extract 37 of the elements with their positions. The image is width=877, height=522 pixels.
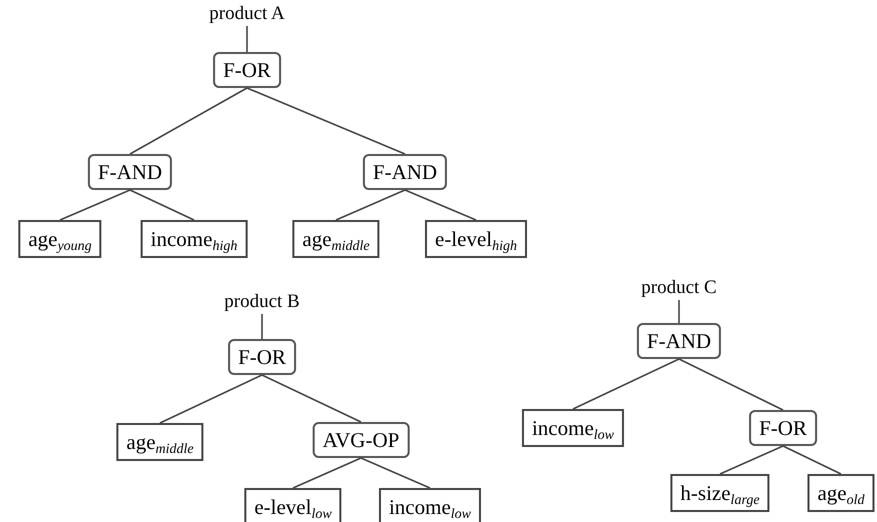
- attribute-box: h-size$_{large}$: [670, 474, 770, 512]
- product-label: product B: [220, 290, 304, 314]
- attribute-box: e-level$_{high}$: [425, 220, 527, 258]
- attribute-box: e-level$_{low}$: [244, 488, 342, 522]
- attribute-box: income$_{low}$: [522, 409, 624, 447]
- connector-line: [292, 457, 362, 489]
- attribute-box: income$_{high}$: [140, 220, 248, 258]
- connector-line: [782, 445, 842, 475]
- operator-box: F-OR: [749, 410, 817, 446]
- attribute-box: age$_{old}$: [807, 474, 875, 512]
- operator-box: F-AND: [88, 154, 172, 190]
- attribute-box: age$_{middle}$: [116, 423, 204, 461]
- connector-line: [246, 87, 406, 155]
- operator-box: F-OR: [213, 52, 281, 88]
- attribute-box: age$_{young}$: [18, 220, 102, 258]
- connector-line: [360, 457, 430, 489]
- product-label: product C: [637, 276, 721, 300]
- connector-line: [572, 358, 680, 410]
- operator-box: F-AND: [636, 323, 722, 359]
- connector-line: [720, 445, 784, 475]
- attribute-box: income$_{low}$: [378, 488, 482, 522]
- connector-line: [246, 26, 248, 52]
- operator-box: AVG-OP: [312, 422, 410, 458]
- attribute-box: age$_{middle}$: [292, 220, 380, 258]
- connector-line: [160, 374, 262, 424]
- product-label: product A: [205, 2, 289, 26]
- connector-line: [678, 358, 784, 411]
- connector-line: [261, 314, 263, 339]
- connector-line: [678, 300, 680, 323]
- connector-line: [262, 374, 362, 423]
- operator-box: F-AND: [362, 154, 448, 190]
- operator-box: F-OR: [228, 339, 296, 375]
- connector-line: [404, 189, 476, 221]
- connector-line: [130, 189, 194, 221]
- connector-line: [60, 189, 130, 221]
- connector-line: [130, 87, 248, 155]
- connector-line: [336, 189, 406, 221]
